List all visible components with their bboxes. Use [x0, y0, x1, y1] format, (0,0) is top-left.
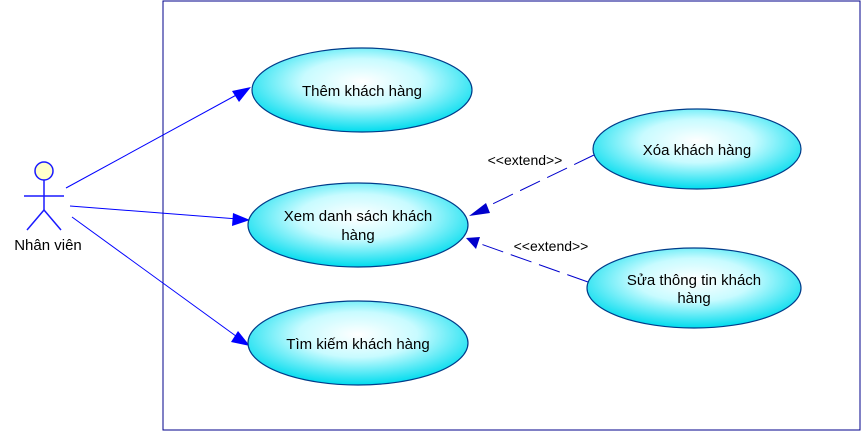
usecase-view-customers[interactable]: Xem danh sách khách hàng [247, 182, 469, 268]
extend-edit: <<extend>> [466, 237, 589, 283]
usecase-search-customer[interactable]: Tìm kiếm khách hàng [247, 300, 469, 386]
actor-nhan-vien[interactable]: Nhân viên [14, 161, 82, 254]
usecase-edit-customer-label-2: hàng [677, 290, 710, 307]
usecase-add-customer-label: Thêm khách hàng [302, 83, 422, 100]
usecase-edit-customer[interactable]: Sửa thông tin khách hàng [586, 247, 802, 329]
usecase-delete-customer[interactable]: Xóa khách hàng [592, 108, 802, 190]
usecase-view-customers-label-2: hàng [341, 227, 374, 244]
association-search [71, 216, 250, 346]
association-view [69, 205, 250, 226]
extend-delete: <<extend>> [469, 152, 595, 216]
usecase-add-customer[interactable]: Thêm khách hàng [251, 47, 473, 133]
usecase-delete-customer-label: Xóa khách hàng [643, 142, 751, 159]
actor-label: Nhân viên [14, 237, 82, 254]
system-boundary [162, 0, 861, 431]
association-add [65, 87, 251, 189]
usecase-edit-customer-label-1: Sửa thông tin khách [627, 272, 761, 289]
usecase-view-customers-label-1: Xem danh sách khách [284, 208, 432, 225]
actor-head [34, 161, 54, 181]
extend-delete-label: <<extend>> [488, 152, 563, 168]
usecase-search-customer-label: Tìm kiếm khách hàng [286, 336, 429, 353]
extend-edit-label: <<extend>> [514, 238, 589, 254]
